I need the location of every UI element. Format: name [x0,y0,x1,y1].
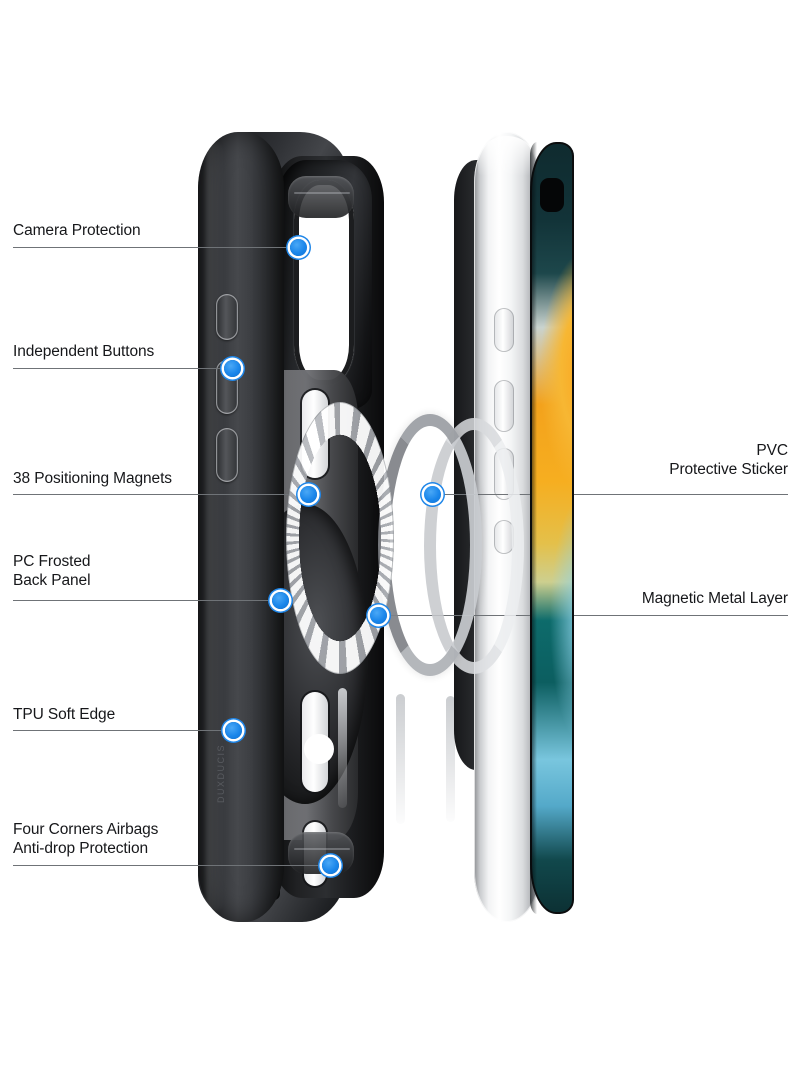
callout-line-camera-protection [13,247,298,248]
phone-rail-highlight [478,136,536,176]
callout-label-pc-frosted-back-panel: PC Frosted Back Panel [13,553,91,589]
case-volume-down-button [216,428,238,482]
callout-line-pvc-protective-sticker [432,494,788,495]
phone-display-edge-shading [530,142,537,914]
tpu-soft-edge-shell [198,132,284,922]
phone-action-button [494,308,514,352]
callout-line-tpu-soft-edge [13,730,233,731]
callout-dot-pvc-protective-sticker[interactable] [423,485,441,503]
corner-airbag-top [288,176,354,218]
ring-shadow-strip [446,696,455,822]
callout-label-independent-buttons: Independent Buttons [13,343,155,360]
magnet-array-ring [286,402,394,674]
callout-line-magnetic-metal-layer [378,615,788,616]
callout-dot-magnetic-metal-layer[interactable] [369,606,387,624]
ring-shadow-strip [338,688,347,808]
brand-watermark: DUXDUCIS [216,744,226,804]
callout-line-positioning-magnets [13,494,308,495]
callout-line-pc-frosted-back-panel [13,600,280,601]
ring-shadow-strip [396,694,405,824]
callout-dot-independent-buttons[interactable] [223,359,241,377]
airbag-groove [294,192,350,194]
airbag-groove [294,848,350,850]
callout-line-independent-buttons [13,368,232,369]
callout-dot-positioning-magnets[interactable] [299,485,317,503]
callout-dot-tpu-soft-edge[interactable] [224,721,242,739]
callout-dot-four-corners-airbags[interactable] [321,856,339,874]
callout-label-pvc-protective-sticker: PVC Protective Sticker [669,442,788,478]
callout-label-four-corners-airbags: Four Corners Airbags Anti-drop Protectio… [13,821,159,857]
callout-line-four-corners-airbags [13,865,330,866]
phone-display [530,142,574,914]
callout-label-positioning-magnets: 38 Positioning Magnets [13,470,172,487]
callout-dot-camera-protection[interactable] [289,238,307,256]
callout-dot-pc-frosted-back-panel[interactable] [271,591,289,609]
case-port-hole [304,734,334,764]
phone-volume-up-button [494,380,514,432]
callout-label-tpu-soft-edge: TPU Soft Edge [13,706,116,723]
case-mute-button [216,294,238,340]
magnet-array-ring-outline [286,402,394,674]
corner-airbag-bottom [288,832,354,874]
phone-dynamic-island [540,178,564,212]
callout-label-magnetic-metal-layer: Magnetic Metal Layer [641,590,788,607]
callout-label-camera-protection: Camera Protection [13,222,141,239]
